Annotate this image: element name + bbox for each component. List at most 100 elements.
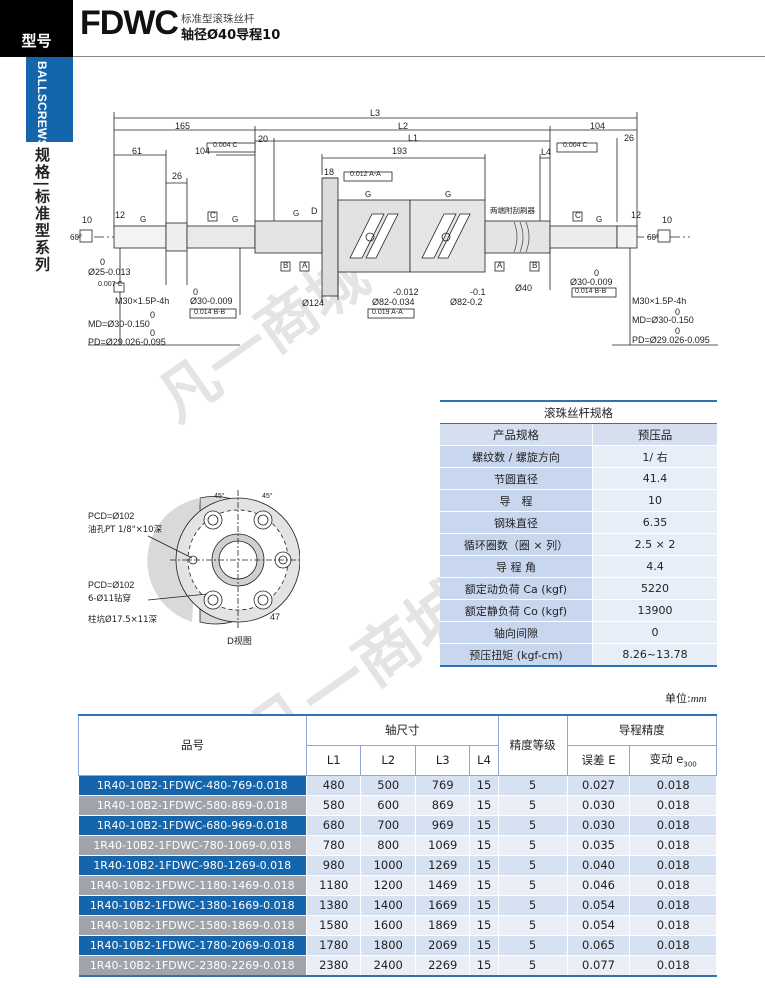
tol-zero-3: 0 <box>150 310 156 320</box>
value-cell: 1780 <box>306 935 362 956</box>
value-cell: 0.030 <box>567 795 631 816</box>
spec-value: 41.4 <box>592 467 717 490</box>
part-number-cell: 1R40-10B2-1FDWC-580-869-0.018 <box>78 795 307 816</box>
label-g6: G <box>596 215 603 224</box>
value-cell: 5 <box>498 915 568 936</box>
angle-60-right: 60° <box>647 233 660 242</box>
spec-label: 导 程 角 <box>440 555 593 578</box>
value-cell: 1000 <box>360 855 416 876</box>
spec-label: 导 程 <box>440 489 593 512</box>
unit-value: mm <box>690 693 707 705</box>
col-grade: 精度等级 <box>497 714 568 776</box>
value-cell: 1069 <box>415 835 471 856</box>
spec-header-label: 产品规格 <box>440 423 593 446</box>
value-cell: 1180 <box>306 875 362 896</box>
value-cell: 5 <box>498 955 568 977</box>
dim-18: 18 <box>324 167 335 177</box>
part-number-cell: 1R40-10B2-1FDWC-2380-2269-0.018 <box>78 955 307 977</box>
label-g2: G <box>232 215 239 224</box>
value-cell: 0.054 <box>567 895 631 916</box>
value-cell: 5 <box>498 875 568 896</box>
shaft-30-left: Ø30-0.009 <box>190 296 233 306</box>
spec-value: 1/ 右 <box>592 445 717 468</box>
part-number-cell: 1R40-10B2-1FDWC-980-1269-0.018 <box>78 855 307 876</box>
value-cell: 0.018 <box>629 795 717 816</box>
nut-dia-1: Ø82-0.034 <box>372 297 415 307</box>
part-number-cell: 1R40-10B2-1FDWC-680-969-0.018 <box>78 815 307 836</box>
value-cell: 15 <box>469 835 499 856</box>
col-part-number: 品号 <box>78 714 307 776</box>
md-left: MD=Ø30-0.150 <box>88 319 150 329</box>
dim-104-right: 104 <box>590 121 606 131</box>
thread-left: M30×1.5P-4h <box>115 296 170 306</box>
col-l3: L3 <box>414 744 471 776</box>
label-g3: G <box>293 209 300 218</box>
wiper-note: 两端附刮刷器 <box>490 206 535 215</box>
value-cell: 15 <box>469 955 499 977</box>
dim-26-left: 26 <box>172 171 183 181</box>
value-cell: 0.018 <box>629 775 717 796</box>
nut-dia-1-upper: -0.012 <box>393 287 419 297</box>
value-cell: 5 <box>498 935 568 956</box>
runout-left-end: 0.007 C <box>98 281 123 288</box>
value-cell: 1200 <box>360 875 416 896</box>
value-cell: 0.018 <box>629 895 717 916</box>
spec-value: 4.4 <box>592 555 717 578</box>
value-cell: 15 <box>469 875 499 896</box>
value-cell: 15 <box>469 795 499 816</box>
value-cell: 15 <box>469 915 499 936</box>
part-number-cell: 1R40-10B2-1FDWC-1780-2069-0.018 <box>78 935 307 956</box>
value-cell: 15 <box>469 815 499 836</box>
perp-tol-right: 0.004 C <box>563 142 588 149</box>
datum-c-left: C <box>210 211 216 220</box>
dim-20: 20 <box>258 134 269 144</box>
value-cell: 600 <box>360 795 416 816</box>
part-number-cell: 1R40-10B2-1FDWC-1380-1669-0.018 <box>78 895 307 916</box>
spec-label: 钢珠直径 <box>440 511 593 534</box>
model-tab: 型号 <box>0 0 73 57</box>
value-cell: 980 <box>306 855 362 876</box>
label-g5: G <box>445 190 452 199</box>
value-cell: 5 <box>498 795 568 816</box>
category-cn: 规格|标准型系列 <box>33 147 51 274</box>
flange-dia: Ø124 <box>302 298 325 308</box>
model-table: 品号 轴尺寸 精度等级 导程精度 L1 L2 L3 L4 误差 E 变动 e30… <box>78 714 718 977</box>
runout-aa: 0.012 A-A <box>350 171 381 178</box>
flange-d-view <box>147 490 300 630</box>
unit-label: 单位:mm <box>665 690 707 706</box>
value-cell: 0.035 <box>567 835 631 856</box>
value-cell: 700 <box>360 815 416 836</box>
col-variation: 变动 e300 <box>629 744 717 776</box>
part-number-cell: 1R40-10B2-1FDWC-780-1069-0.018 <box>78 835 307 856</box>
pcd-label-2: PCD=Ø102 <box>88 580 135 590</box>
shaft-40: Ø40 <box>515 283 533 293</box>
product-subtitle: 标准型滚珠丝杆 <box>181 13 255 25</box>
value-cell: 1400 <box>360 895 416 916</box>
spec-value: 8.26~13.78 <box>592 643 717 667</box>
tol-zero-6: 0 <box>675 307 681 317</box>
value-cell: 0.018 <box>629 915 717 936</box>
value-cell: 780 <box>306 835 362 856</box>
value-cell: 0.018 <box>629 855 717 876</box>
shaft-25-tol: Ø25-0.013 <box>88 267 131 277</box>
dim-l3: L3 <box>370 108 381 118</box>
spec-value: 13900 <box>592 599 717 622</box>
runout-nut: 0.019 A-A <box>372 309 403 316</box>
value-cell: 1600 <box>360 915 416 936</box>
datum-b-right: B <box>532 261 538 270</box>
dim-193: 193 <box>392 146 408 156</box>
spec-value: 10 <box>592 489 717 512</box>
spec-label: 循环圈数（圈 × 列） <box>440 533 593 556</box>
value-cell: 0.046 <box>567 875 631 896</box>
dim-10-left: 10 <box>82 215 93 225</box>
datum-a-right: A <box>497 261 503 270</box>
dim-l4: L4 <box>541 147 552 157</box>
value-cell: 2400 <box>360 955 416 977</box>
value-cell: 1669 <box>415 895 471 916</box>
